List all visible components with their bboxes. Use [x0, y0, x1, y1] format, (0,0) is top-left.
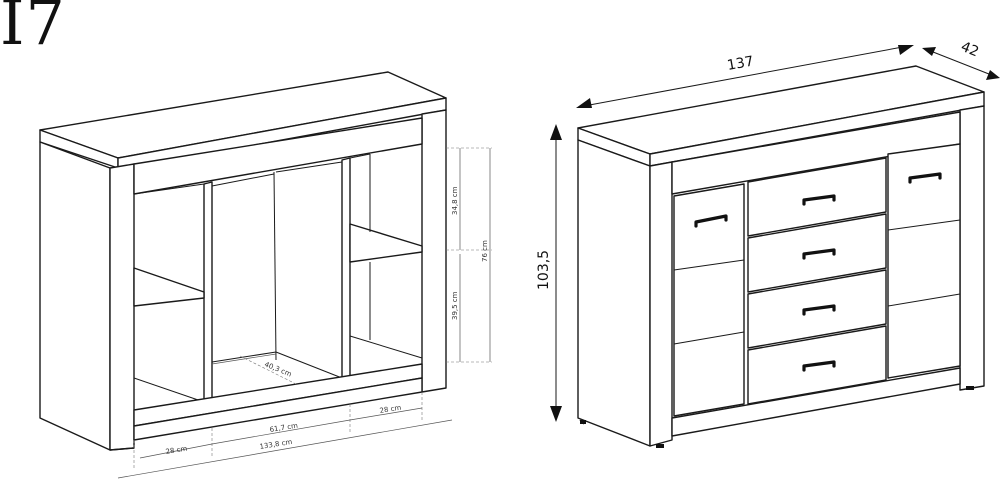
closed-cabinet-drawing: [577, 65, 985, 448]
closed-cabinet-left-edge: [649, 161, 673, 447]
closed-cabinet-dimension-lines: [550, 45, 1000, 422]
drawer-1-handle[interactable]: [802, 194, 836, 206]
closed-cabinet-plinth: [671, 367, 961, 437]
label-upper-shelf-height: 34,8 cm: [451, 186, 459, 215]
open-cabinet-dimension-lines: [117, 147, 492, 479]
label-closed-height: 103,5: [536, 250, 552, 290]
drawer-2[interactable]: [747, 213, 887, 293]
drawer-4[interactable]: [747, 325, 887, 405]
open-cabinet-right-upper-shelf: [349, 223, 423, 263]
open-cabinet-drawing: [39, 71, 447, 451]
left-door-handle[interactable]: [694, 214, 728, 228]
product-code-title: I7: [0, 0, 66, 59]
open-cabinet-left-shelf: [133, 267, 205, 307]
foot-front-left: [656, 444, 664, 448]
label-lower-shelf-height: 39,5 cm: [451, 291, 459, 320]
right-door-handle[interactable]: [908, 172, 942, 184]
label-inner-depth: 40,3 cm: [263, 360, 293, 378]
drawer-1[interactable]: [747, 157, 887, 237]
right-door[interactable]: [887, 143, 961, 379]
closed-cabinet-left-side: [577, 139, 651, 447]
open-cabinet-left-edge: [109, 163, 135, 451]
label-inner-total-width: 133,8 cm: [259, 438, 293, 451]
foot-left: [580, 420, 586, 424]
drawer-2-handle[interactable]: [802, 248, 836, 260]
label-middle-width: 61,7 cm: [269, 422, 299, 434]
closed-cabinet-right-edge: [959, 105, 985, 391]
open-cabinet-right-edge: [421, 109, 447, 393]
drawer-3-handle[interactable]: [802, 304, 836, 316]
open-cabinet-left-side: [39, 141, 111, 451]
drawer-4-handle[interactable]: [802, 360, 836, 372]
label-inner-height: 76 cm: [481, 240, 489, 262]
label-right-width: 28 cm: [379, 404, 402, 415]
right-door-panel: [887, 143, 961, 379]
label-closed-width: 137: [726, 54, 755, 74]
open-cabinet-top-rail: [133, 117, 423, 195]
foot-front-right: [966, 386, 974, 390]
label-left-width: 28 cm: [165, 445, 188, 456]
left-door[interactable]: [673, 183, 745, 417]
left-door-panel: [673, 183, 745, 417]
open-cabinet-divider-right: [341, 157, 351, 381]
drawer-3[interactable]: [747, 269, 887, 349]
open-cabinet-divider-left: [203, 181, 213, 403]
label-closed-depth: 42: [959, 39, 982, 61]
